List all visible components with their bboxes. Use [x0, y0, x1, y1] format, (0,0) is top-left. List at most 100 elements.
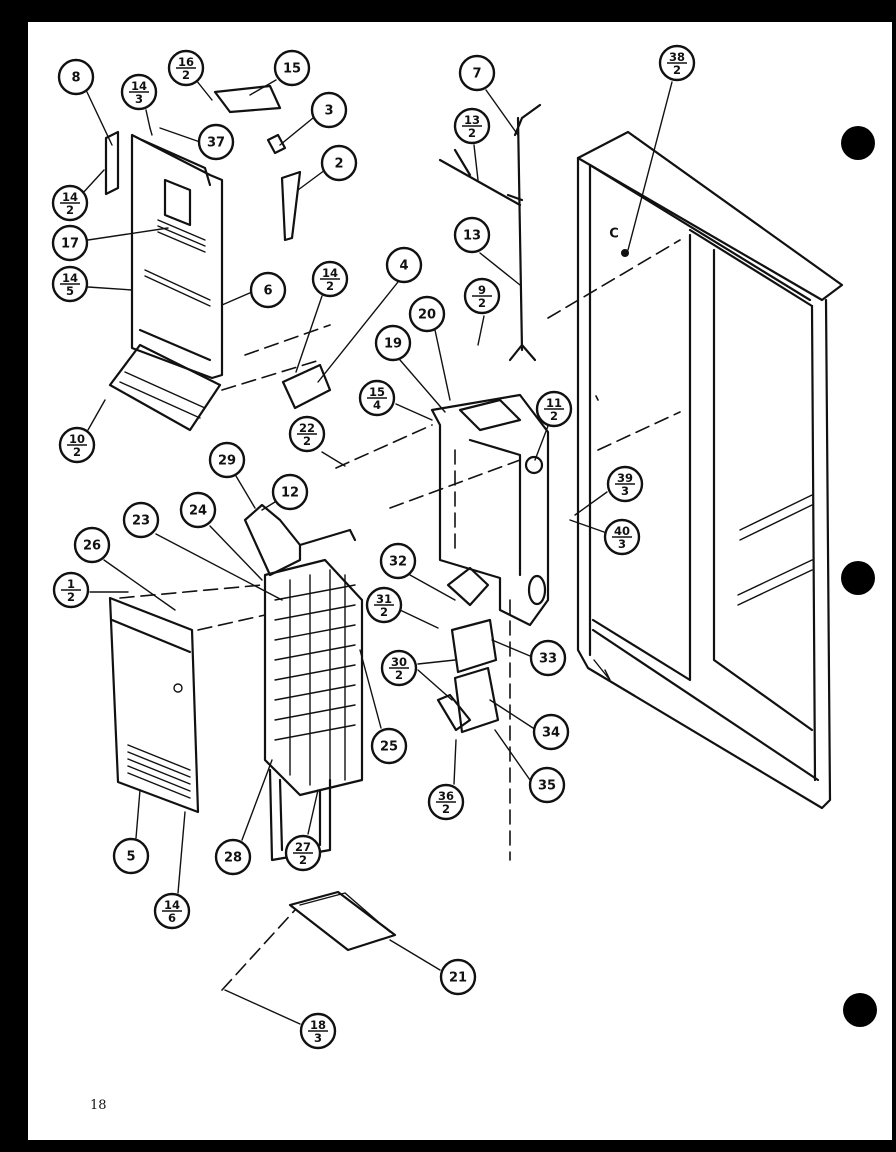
callout-c3: 3 — [310, 91, 348, 129]
callout-circle — [112, 837, 150, 875]
callout-quantity: 2 — [395, 668, 403, 682]
callout-part-number: 15 — [369, 385, 385, 399]
callout-part-number: 6 — [263, 284, 272, 299]
callout-quantity: 4 — [373, 398, 381, 412]
callout-circle — [379, 542, 417, 580]
callout-c26: 26 — [73, 526, 111, 564]
callout-c29: 29 — [208, 441, 246, 479]
callout-c6: 6 — [249, 271, 287, 309]
callout-c23: 23 — [122, 501, 160, 539]
callout-c15: 15 — [273, 49, 311, 87]
callout-quantity: 2 — [303, 434, 311, 448]
fan-duct-assembly — [430, 393, 550, 627]
callout-quantity: 2 — [326, 279, 334, 293]
callout-circle — [320, 144, 358, 182]
callout-part-number: 25 — [380, 740, 398, 755]
callout-c20: 20 — [408, 295, 446, 333]
callout-quantity: 3 — [314, 1031, 322, 1045]
callout-circle — [271, 473, 309, 511]
callout-part-number: 12 — [281, 486, 299, 501]
callout-circle — [273, 49, 311, 87]
callout-part-number: 35 — [538, 779, 556, 794]
wire-end — [508, 343, 537, 362]
callout-part-number: 18 — [310, 1018, 326, 1032]
callout-part-number: 17 — [61, 237, 79, 252]
callout-part-number: 14 — [322, 266, 338, 280]
callout-c2: 2 — [320, 144, 358, 182]
callout-part-number: 7 — [472, 67, 481, 82]
callout-part-number: 9 — [478, 283, 486, 297]
callout-c5: 5 — [112, 837, 150, 875]
callout-part-number: 20 — [418, 308, 436, 323]
callout-part-number: 14 — [62, 190, 78, 204]
callout-c21: 21 — [439, 958, 477, 996]
callout-part-number: 14 — [62, 271, 78, 285]
callout-c32: 32 — [379, 542, 417, 580]
trough-mounting-line — [221, 909, 296, 991]
callout-c28: 28 — [214, 838, 252, 876]
callout-part-number: 13 — [464, 113, 480, 127]
callout-c14-2b: 142 — [311, 260, 349, 298]
callout-part-number: 15 — [283, 62, 301, 77]
callout-quantity: 2 — [299, 853, 307, 867]
page-number: 18 — [90, 1098, 107, 1113]
callout-quantity: 2 — [478, 296, 486, 310]
callout-circle — [179, 491, 217, 529]
callout-circle — [408, 295, 446, 333]
cover-mounting-lines — [221, 324, 331, 391]
wire-13 — [438, 148, 524, 207]
part-3 — [266, 133, 287, 155]
callout-c7: 7 — [458, 54, 496, 92]
callout-quantity: 2 — [67, 590, 75, 604]
callout-part-number: 8 — [71, 71, 80, 86]
callout-part-number: 36 — [438, 789, 454, 803]
callout-c19: 19 — [374, 324, 412, 362]
callout-circle — [385, 246, 423, 284]
callout-quantity: 2 — [380, 605, 388, 619]
callout-c31-2: 312 — [365, 586, 403, 624]
leader-lines — [81, 79, 673, 1025]
callout-part-number: 19 — [384, 337, 402, 352]
callout-c39-3: 393 — [606, 465, 644, 503]
callout-circle — [528, 766, 566, 804]
callout-quantity: 5 — [66, 284, 74, 298]
paper-sheet — [28, 22, 892, 1140]
callout-c37: 37 — [197, 123, 235, 161]
callout-part-number: 38 — [669, 50, 685, 64]
callout-quantity: 2 — [550, 409, 558, 423]
callout-c38-2: 382 — [658, 44, 696, 82]
callout-circle — [122, 501, 160, 539]
callout-c25: 25 — [370, 727, 408, 765]
callout-part-number: 1 — [67, 577, 75, 591]
tube-2 — [280, 170, 302, 242]
callout-c40-3: 403 — [603, 518, 641, 556]
callout-c4: 4 — [385, 246, 423, 284]
callout-quantity: 2 — [442, 802, 450, 816]
callout-part-number: 39 — [617, 471, 633, 485]
punch-hole-bottom — [843, 993, 877, 1027]
callout-part-number: 26 — [83, 539, 101, 554]
callout-c11-2: 112 — [535, 390, 573, 428]
bracket-8 — [104, 130, 120, 196]
callout-circle — [439, 958, 477, 996]
fan-motor-assembly — [436, 566, 500, 734]
view-label-c: C — [609, 227, 619, 242]
front-panel-5 — [108, 596, 200, 814]
callout-c10-2: 102 — [58, 426, 96, 464]
callout-c34: 34 — [532, 713, 570, 751]
part-4 — [281, 363, 332, 410]
callout-circle — [532, 713, 570, 751]
callout-quantity: 3 — [618, 537, 626, 551]
callout-part-number: 23 — [132, 514, 150, 529]
panel-mounting-lines — [119, 584, 266, 631]
callout-part-number: 34 — [542, 726, 560, 741]
callout-quantity: 3 — [135, 92, 143, 106]
callout-c18-3: 183 — [299, 1012, 337, 1050]
bracket-15 — [213, 84, 282, 114]
callout-circle — [310, 91, 348, 129]
punch-hole-top — [841, 126, 875, 160]
callout-circle — [51, 224, 89, 262]
callout-c16-2: 162 — [167, 49, 205, 87]
